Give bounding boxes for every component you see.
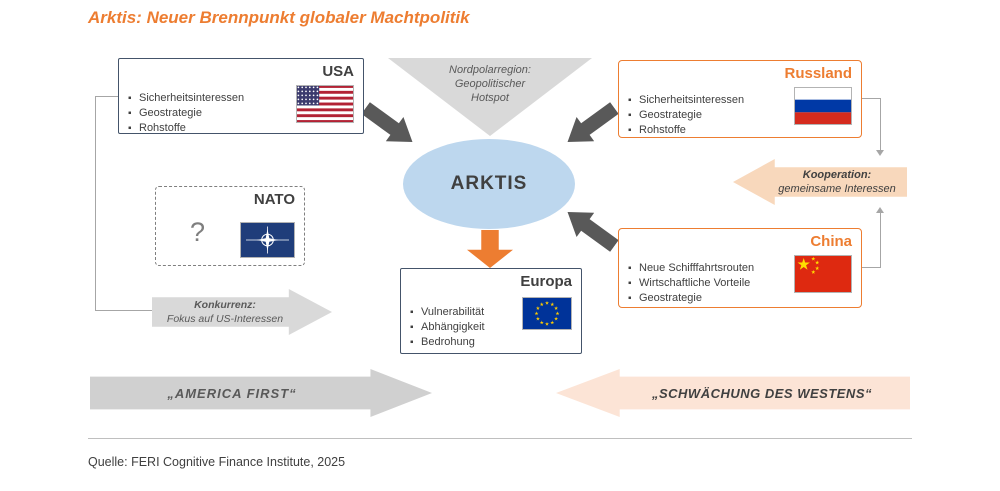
hotspot-line: Hotspot [471,92,509,104]
connector-china-kooperation [862,267,881,269]
schwaechung-label: „SCHWÄCHUNG DES WESTENS“ [651,385,872,401]
usa-label: USA [322,63,354,80]
connector-russland-kooperation [862,98,881,100]
arrowhead-up-icon [876,207,884,213]
europa-topic-list: Vulnerabilität Abhängigkeit Bedrohung [410,305,485,350]
russland-label: Russland [784,65,852,82]
russia-flag-icon [794,87,852,125]
list-item: Wirtschaftliche Vorteile [628,276,754,291]
hotspot-label: Nordpolarregion: Geopolitischer Hotspot [388,63,592,105]
usa-topic-list: Sicherheitsinteressen Geostrategie Rohst… [128,91,244,136]
hotspot-line: Nordpolarregion: [449,64,531,76]
eu-flag-icon [522,297,572,330]
arrow-china-to-arktis [559,200,624,258]
kooperation-title: Kooperation: [802,169,872,181]
footer-divider [88,438,912,439]
list-item: Geostrategie [128,106,244,121]
kooperation-arrow: Kooperation: gemeinsame Interessen [733,159,907,205]
schwaechung-arrow: „SCHWÄCHUNG DES WESTENS“ [556,369,910,417]
connector-china-kooperation [880,213,882,267]
connector-usa-konkurrenz [95,96,97,311]
list-item: Vulnerabilität [410,305,485,320]
europa-box: Europa [400,268,582,354]
china-box: China Neue Schifffahrtsrouten Wirtschaft… [618,228,862,308]
china-topic-list: Neue Schifffahrtsrouten Wirtschaftliche … [628,261,754,306]
arrowhead-down-icon [876,150,884,156]
list-item: Neue Schifffahrtsrouten [628,261,754,276]
connector-usa-konkurrenz [95,96,118,98]
china-label: China [810,233,852,250]
list-item: Geostrategie [628,108,744,123]
russland-box: Russland Sicherheitsinteressen Geostrate… [618,60,862,138]
hotspot-line: Geopolitischer [454,78,526,90]
arrow-arktis-to-europa [467,230,513,268]
list-item: Sicherheitsinteressen [628,93,744,108]
konkurrenz-title: Konkurrenz: [194,299,256,311]
kooperation-subtitle: gemeinsame Interessen [778,183,896,195]
china-flag-icon [794,255,852,293]
list-item: Rohstoffe [128,121,244,136]
list-item: Geostrategie [628,291,754,306]
list-item: Rohstoffe [628,123,744,138]
list-item: Abhängigkeit [410,320,485,335]
nato-question-mark: ? [190,217,206,247]
nato-flag-icon [240,222,295,258]
list-item: Sicherheitsinteressen [128,91,244,106]
nato-label: NATO [253,191,295,208]
america-first-arrow: „AMERICA FIRST“ [90,369,432,417]
konkurrenz-arrow: Konkurrenz: Fokus auf US-Interessen [152,289,332,335]
konkurrenz-subtitle: Fokus auf US-Interessen [166,313,284,325]
usa-box: USA [118,58,364,136]
usa-flag-icon [296,85,354,123]
connector-usa-konkurrenz [95,310,152,312]
list-item: Bedrohung [410,335,485,350]
arktis-ellipse: ARKTIS [403,139,575,229]
page-title: Arktis: Neuer Brennpunkt globaler Machtp… [88,8,470,27]
arktis-label: ARKTIS [450,173,528,194]
connector-russland-kooperation [880,98,882,150]
america-first-label: „AMERICA FIRST“ [167,385,297,401]
europa-label: Europa [520,273,572,290]
source-note: Quelle: FERI Cognitive Finance Institute… [88,455,346,469]
nato-box: NATO ? [155,186,305,266]
russland-topic-list: Sicherheitsinteressen Geostrategie Rohst… [628,93,744,138]
